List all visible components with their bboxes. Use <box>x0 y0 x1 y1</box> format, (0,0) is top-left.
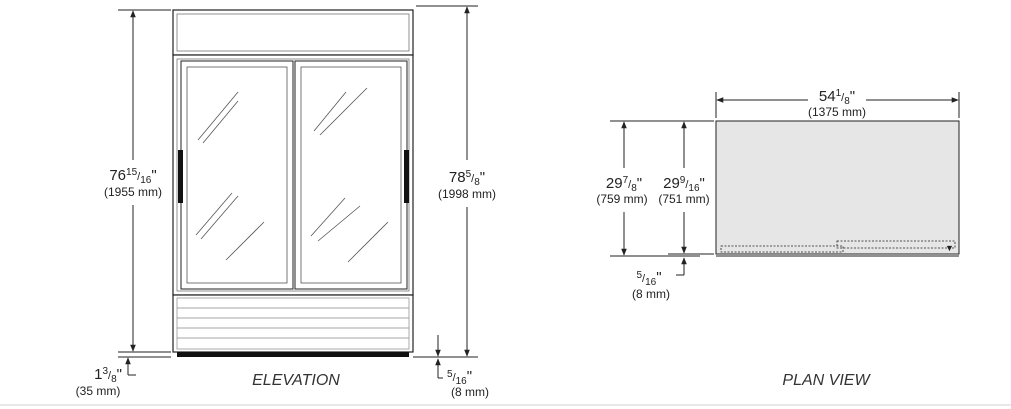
dim-plan-offset: 5/16" (8 mm) <box>632 257 687 301</box>
plan-view: ▼ 541/8" (1375 mm) 297/8" (759 mm) <box>596 88 960 389</box>
dim-plan-width: 541/8" (1375 mm) <box>715 88 960 119</box>
plan-width-metric: (1375 mm) <box>808 105 866 119</box>
dim-height-overall: 7615/16" (1955 mm) <box>104 9 171 358</box>
left-door <box>180 60 294 290</box>
left-door-reflection <box>195 91 265 261</box>
right-door-handle <box>404 150 409 203</box>
height-with-base-label: 785/8" <box>449 169 485 188</box>
left-door-glass <box>186 66 288 284</box>
left-door-handle <box>178 150 183 203</box>
plan-depth-inner-label: 299/16" <box>663 175 705 194</box>
dim-height-with-base: 785/8" (1998 mm) <box>413 5 496 358</box>
dim-plan-depth-outer: 297/8" (759 mm) <box>596 121 648 256</box>
plan-depth-inner-metric: (751 mm) <box>658 192 709 206</box>
right-door <box>294 60 408 290</box>
height-with-base-metric: (1998 mm) <box>438 187 496 201</box>
plan-view-caption: PLAN VIEW <box>782 372 871 389</box>
plan-offset-label: 5/16" <box>636 269 661 288</box>
right-door-reflection <box>310 87 389 263</box>
plan-depth-outer-metric: (759 mm) <box>596 192 647 206</box>
base-gap-right-metric: (8 mm) <box>451 385 489 399</box>
plan-door-marker: ▼ <box>945 243 954 253</box>
plan-depth-outer-label: 297/8" <box>606 175 642 194</box>
elevation-caption: ELEVATION <box>252 372 340 389</box>
dim-base-gap-left: 13/8" (35 mm) <box>76 357 136 398</box>
header-sign <box>172 9 414 56</box>
base-gap-right-label: 5/16" <box>447 368 472 387</box>
height-overall-metric: (1955 mm) <box>104 185 162 199</box>
dim-plan-depth-inner: 299/16" (751 mm) <box>658 121 710 254</box>
plan-body <box>715 120 960 255</box>
height-overall-label: 7615/16" <box>109 167 156 186</box>
dim-base-gap-right: 5/16" (8 mm) <box>435 335 489 399</box>
plan-offset-metric: (8 mm) <box>632 287 670 301</box>
plan-width-label: 541/8" <box>819 88 855 107</box>
base-grille <box>172 294 414 357</box>
header-sign-inner <box>176 13 410 52</box>
elevation-view: 7615/16" (1955 mm) 13/8" (35 mm) 785/8" … <box>76 5 496 399</box>
base-gap-left-label: 13/8" <box>94 366 122 385</box>
right-door-glass <box>300 66 402 284</box>
plan-door-track-left <box>720 245 844 253</box>
plan-door-track-right <box>836 240 956 249</box>
base-gap-left-metric: (35 mm) <box>76 384 121 398</box>
